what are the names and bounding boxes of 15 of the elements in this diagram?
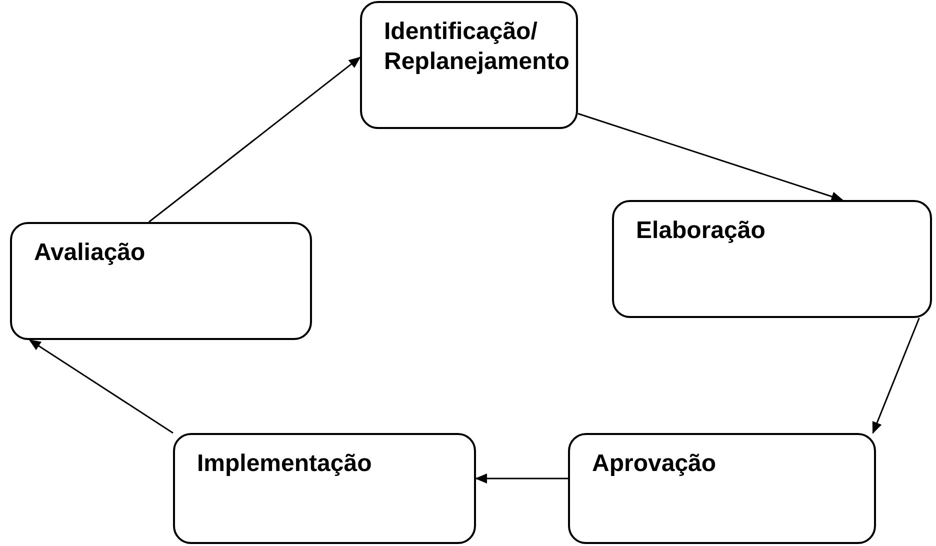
arrow: [28, 339, 174, 434]
process-box: [10, 222, 312, 340]
process-box: [360, 1, 578, 129]
arrow: [872, 318, 920, 434]
box-label: Elaboração: [636, 216, 766, 246]
box-label: Aprovação: [592, 449, 718, 479]
arrow: [475, 474, 568, 484]
arrow: [148, 56, 361, 223]
process-box: [568, 433, 876, 544]
box-label: Avaliação: [34, 238, 146, 268]
box-label: Identificação/ Replanejamento: [384, 17, 566, 77]
arrow: [578, 112, 844, 202]
box-label: Implementação: [197, 449, 373, 479]
process-box: [173, 433, 476, 544]
process-box: [612, 200, 932, 318]
